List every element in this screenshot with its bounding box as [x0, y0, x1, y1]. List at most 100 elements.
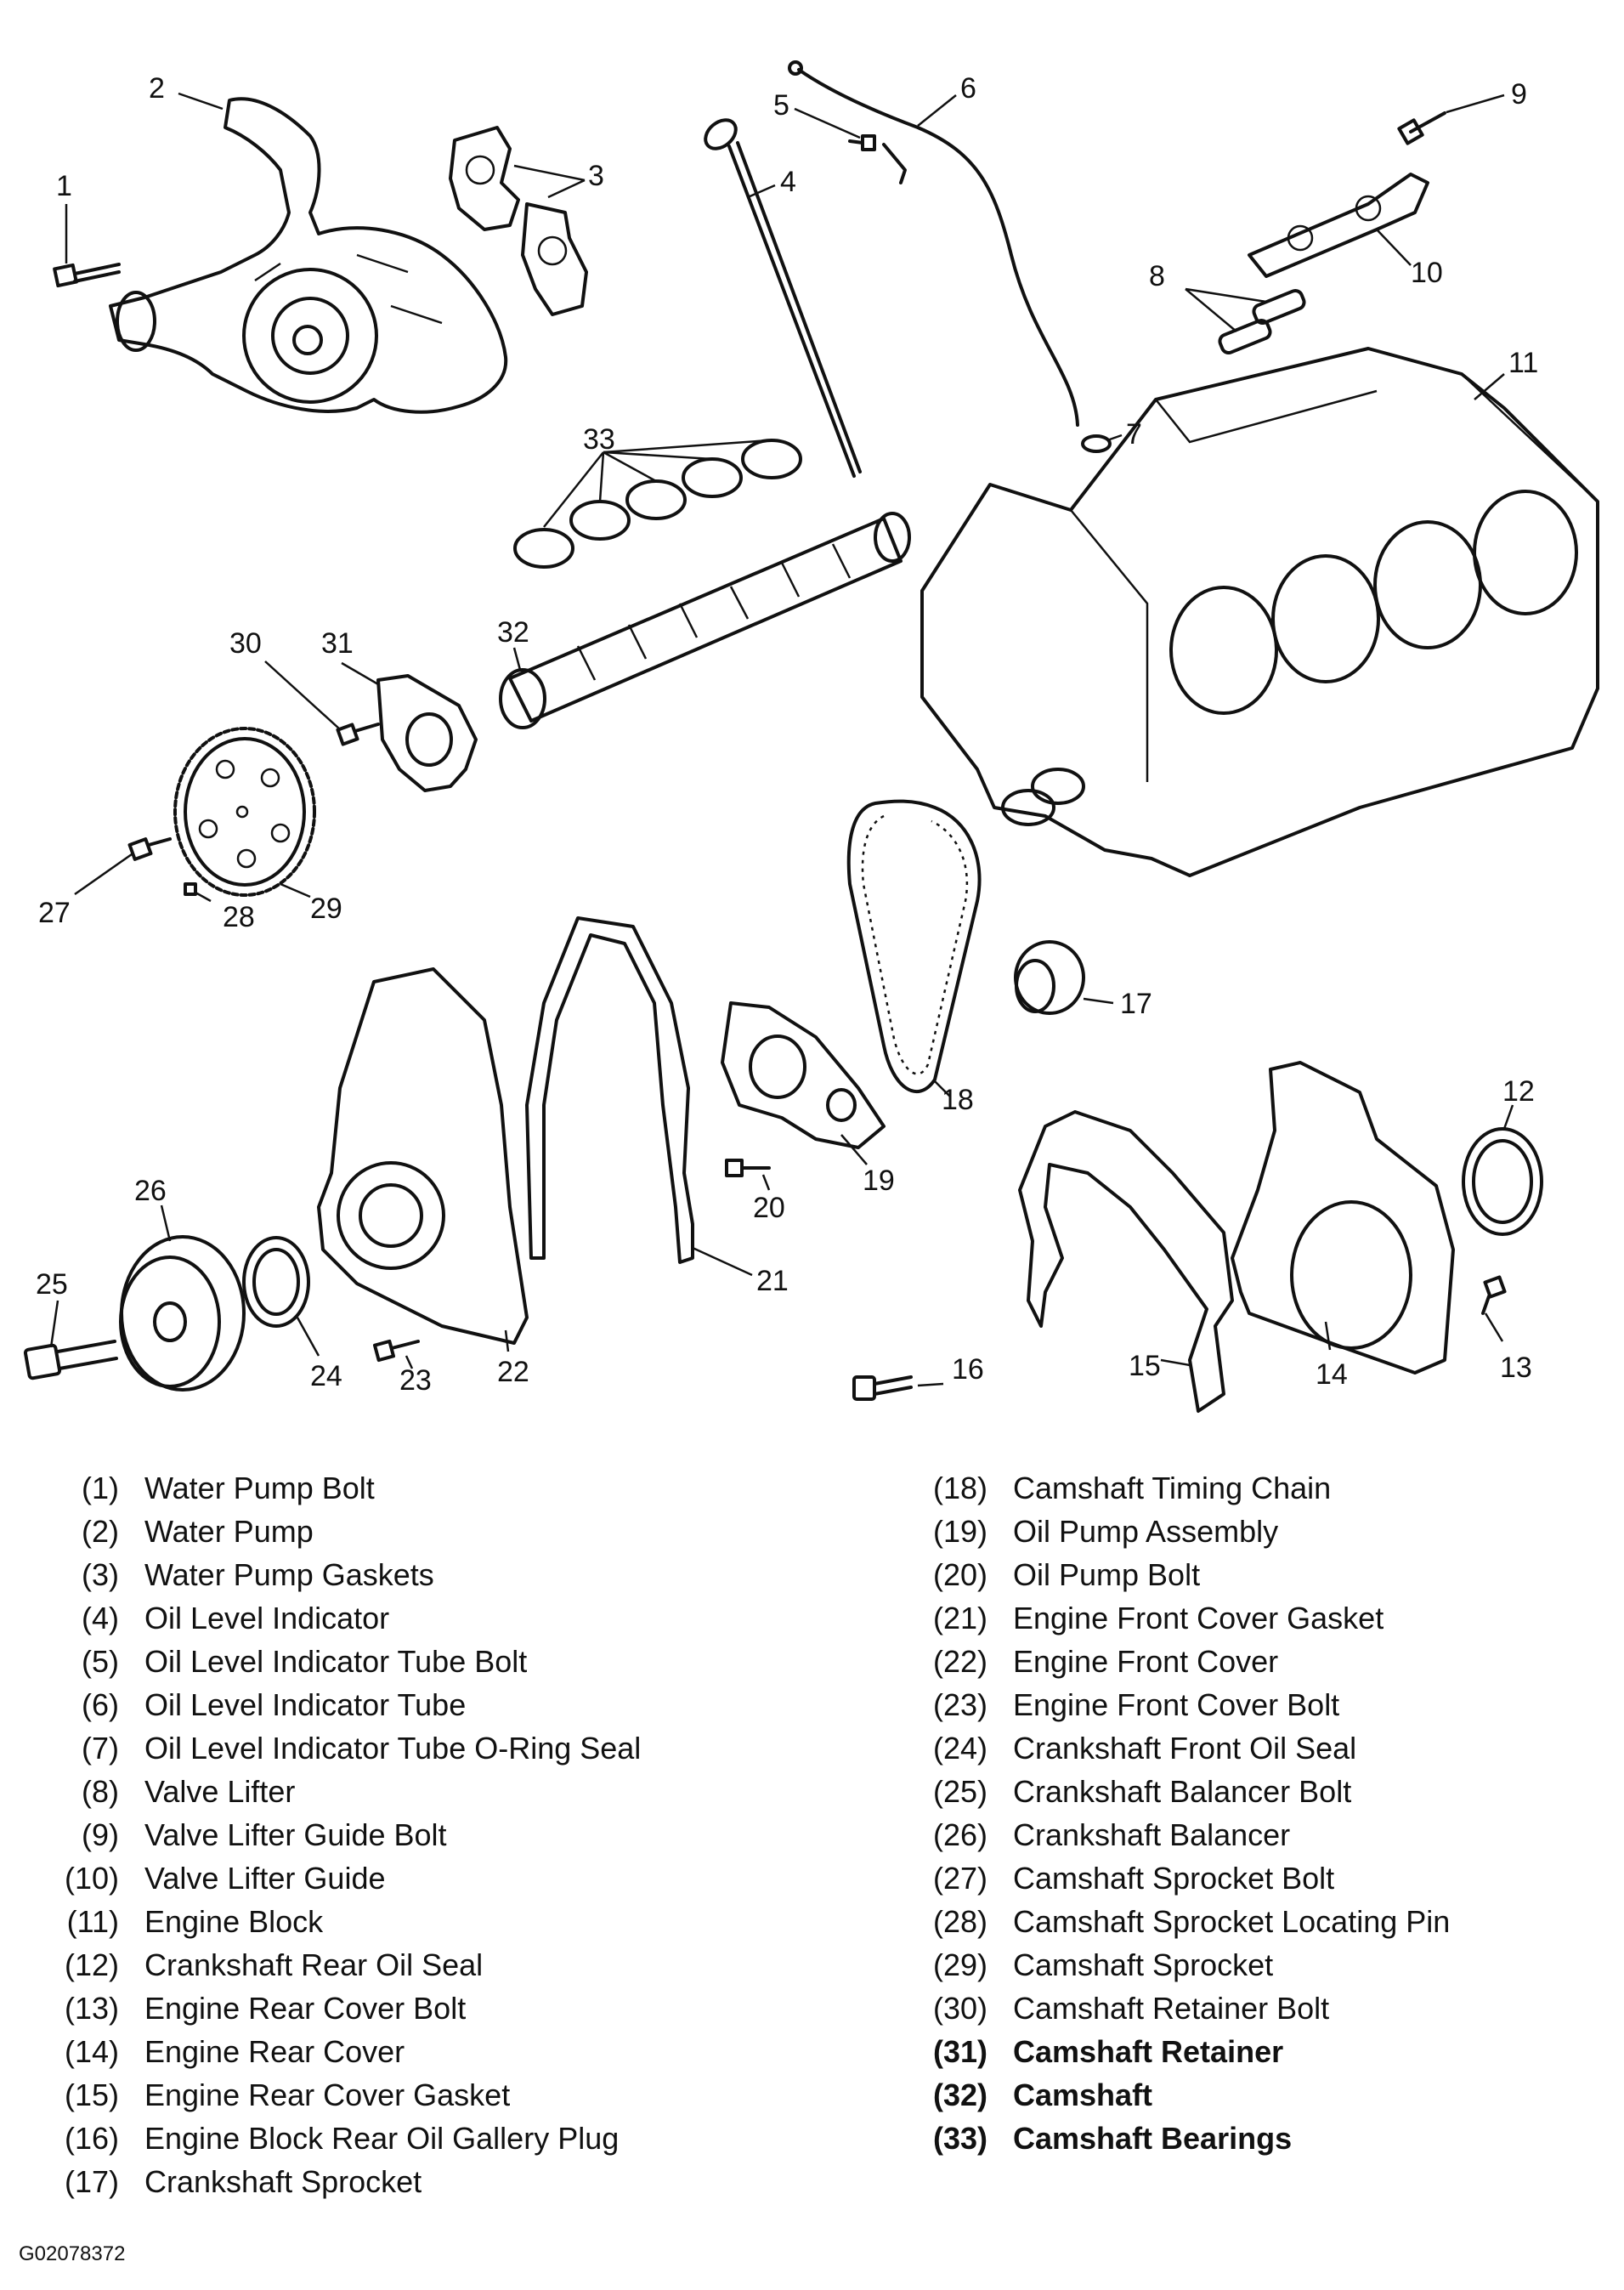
camshaft-retainer-bolt-part [336, 723, 380, 746]
legend-item: (5)Oil Level Indicator Tube Bolt [82, 1644, 528, 1679]
legend-item: (24)Crankshaft Front Oil Seal [932, 1731, 1357, 1766]
engine-block-rear-oil-gallery-plug-part [852, 1375, 913, 1401]
callout-23: 23 [399, 1364, 432, 1397]
callout-19: 19 [863, 1165, 895, 1197]
camshaft-sprocket-part [173, 727, 316, 897]
water-pump-part [109, 97, 508, 414]
water-pump-gaskets-part [449, 126, 588, 316]
valve-lifter-part [1218, 288, 1306, 355]
callout-3: 3 [588, 160, 604, 192]
legend-item: (25)Crankshaft Balancer Bolt [932, 1774, 1352, 1809]
callout-16: 16 [952, 1353, 984, 1386]
callout-10: 10 [1411, 257, 1443, 289]
legend-item: (16)Engine Block Rear Oil Gallery Plug [64, 2121, 620, 2156]
legend-item: (3)Water Pump Gaskets [82, 1557, 434, 1592]
legend-item: (17)Crankshaft Sprocket [64, 2164, 422, 2199]
legend-item: (18)Camshaft Timing Chain [932, 1471, 1332, 1505]
callout-13: 13 [1500, 1352, 1532, 1384]
legend-item: (12)Crankshaft Rear Oil Seal [64, 1947, 484, 1982]
crankshaft-balancer-bolt-part [23, 1340, 118, 1380]
callout-15: 15 [1129, 1350, 1161, 1382]
callout-29: 29 [310, 893, 342, 925]
figure-id: G02078372 [19, 2242, 126, 2265]
engine-rear-cover-gasket-part [1018, 1110, 1234, 1413]
legend-item: (6)Oil Level Indicator Tube [82, 1687, 467, 1722]
crankshaft-rear-oil-seal-part [1462, 1127, 1543, 1236]
valve-lifter-guide-part [1248, 173, 1429, 278]
callout-31: 31 [321, 627, 354, 660]
legend-item: (19)Oil Pump Assembly [932, 1514, 1279, 1549]
legend-item: (33)Camshaft Bearings [932, 2121, 1293, 2156]
callout-22: 22 [497, 1356, 529, 1388]
legend-item: (32)Camshaft [932, 2077, 1153, 2112]
legend-item: (8)Valve Lifter [82, 1774, 296, 1809]
callout-2: 2 [149, 72, 165, 105]
callout-1: 1 [56, 170, 72, 202]
crankshaft-balancer-part [119, 1235, 246, 1392]
callout-11: 11 [1508, 347, 1538, 379]
legend-item: (28)Camshaft Sprocket Locating Pin [932, 1904, 1451, 1939]
water-pump-bolt-part [53, 263, 121, 288]
callout-21: 21 [756, 1265, 789, 1297]
callout-14: 14 [1316, 1358, 1348, 1391]
leader-lines [49, 92, 1514, 1387]
legend-item: (30)Camshaft Retainer Bolt [932, 1991, 1330, 2026]
callout-8: 8 [1149, 260, 1165, 292]
camshaft-timing-chain-part [846, 799, 982, 1094]
callout-5: 5 [773, 89, 789, 122]
callout-7: 7 [1126, 418, 1142, 451]
legend-item: (7)Oil Level Indicator Tube O-Ring Seal [82, 1731, 642, 1766]
legend-item: (20)Oil Pump Bolt [932, 1557, 1201, 1592]
crankshaft-sprocket-part [1014, 940, 1085, 1015]
legend-item: (1)Water Pump Bolt [82, 1471, 375, 1505]
engine-exploded-view-diagram: 1 2 3 4 5 6 7 8 9 10 11 12 13 14 15 16 1… [23, 60, 1599, 1413]
oil-level-indicator-tube-bolt-part [848, 134, 876, 151]
callout-28: 28 [223, 901, 255, 933]
callout-33: 33 [583, 423, 615, 456]
legend-item: (13)Engine Rear Cover Bolt [64, 1991, 467, 2026]
legend-item: (11)Engine Block [66, 1904, 324, 1939]
legend-item: (29)Camshaft Sprocket [932, 1947, 1274, 1982]
engine-front-cover-part [317, 967, 529, 1345]
camshaft-sprocket-bolt-part [127, 837, 172, 861]
parts-legend-left: (1)Water Pump Bolt (2)Water Pump (3)Wate… [34, 1466, 641, 2203]
callout-32: 32 [497, 616, 529, 649]
camshaft-part [499, 512, 911, 729]
legend-item: (2)Water Pump [82, 1514, 314, 1549]
engine-block-part [920, 347, 1599, 877]
callout-27: 27 [38, 897, 71, 929]
camshaft-retainer-part [376, 674, 478, 792]
legend-item: (26)Crankshaft Balancer [932, 1817, 1291, 1852]
crankshaft-front-oil-seal-part [242, 1236, 310, 1328]
callout-26: 26 [134, 1175, 167, 1207]
camshaft-sprocket-locating-pin-part [184, 882, 197, 896]
legend-item: (31)Camshaft Retainer [932, 2034, 1284, 2069]
legend-item: (14)Engine Rear Cover [64, 2034, 405, 2069]
callout-24: 24 [310, 1360, 342, 1392]
callout-18: 18 [942, 1084, 974, 1116]
legend-item: (23)Engine Front Cover Bolt [932, 1687, 1340, 1722]
legend-item: (22)Engine Front Cover [932, 1644, 1279, 1679]
callout-17: 17 [1120, 988, 1152, 1020]
oil-level-indicator-tube-part [788, 60, 1079, 427]
camshaft-bearings-part [513, 439, 802, 569]
engine-rear-cover-part [1231, 1061, 1455, 1375]
oil-level-indicator-part [704, 118, 862, 478]
engine-front-cover-bolt-part [372, 1339, 420, 1363]
callout-30: 30 [229, 627, 262, 660]
legend-item: (9)Valve Lifter Guide Bolt [82, 1817, 447, 1852]
engine-rear-cover-bolt-part [1481, 1275, 1507, 1315]
legend-item: (15)Engine Rear Cover Gasket [64, 2077, 511, 2112]
legend-item: (4)Oil Level Indicator [82, 1601, 390, 1635]
parts-legend-right: (18)Camshaft Timing Chain (19)Oil Pump A… [903, 1466, 1450, 2160]
callout-12: 12 [1502, 1075, 1535, 1108]
oil-pump-assembly-part [721, 1001, 886, 1149]
legend-item: (10)Valve Lifter Guide [64, 1861, 386, 1896]
legend-item: (21)Engine Front Cover Gasket [932, 1601, 1384, 1635]
legend-item: (27)Camshaft Sprocket Bolt [932, 1861, 1335, 1896]
engine-front-cover-gasket-part [525, 916, 694, 1264]
callout-6: 6 [960, 72, 976, 105]
callout-labels: 1 2 3 4 5 6 7 8 9 10 11 12 13 14 15 16 1… [36, 72, 1538, 1397]
valve-lifter-guide-bolt-part [1397, 111, 1446, 145]
oil-pump-bolt-part [725, 1159, 771, 1177]
